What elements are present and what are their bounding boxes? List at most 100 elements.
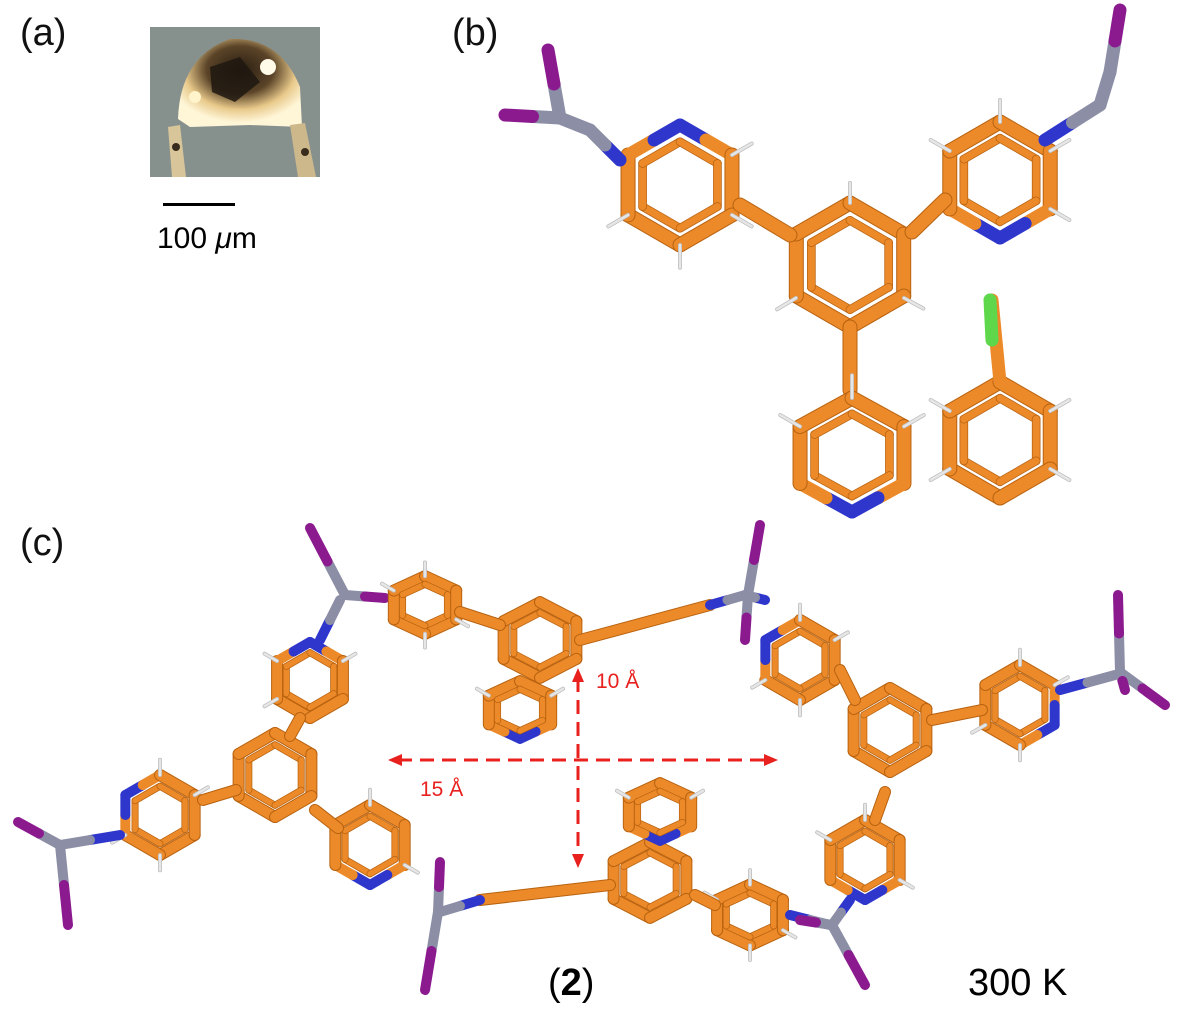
bond bbox=[310, 805, 343, 833]
aromatic bbox=[283, 649, 313, 670]
aromatic bbox=[772, 628, 803, 649]
aromatic bbox=[307, 690, 337, 711]
bond bbox=[789, 289, 857, 334]
dimension-label-vertical: 10 Å bbox=[596, 670, 640, 693]
bond bbox=[870, 787, 890, 825]
bond bbox=[885, 683, 932, 714]
bond bbox=[843, 196, 911, 241]
bond bbox=[330, 800, 375, 830]
bond bbox=[535, 597, 582, 627]
bond bbox=[795, 675, 840, 705]
hydrogen-bond bbox=[1048, 207, 1071, 222]
aromatic bbox=[807, 283, 854, 314]
hydrogen-bond bbox=[615, 789, 631, 799]
bond-half bbox=[1137, 683, 1170, 710]
bond-half bbox=[365, 870, 393, 890]
aromatic bbox=[887, 697, 919, 718]
bond bbox=[789, 196, 857, 241]
bond bbox=[943, 375, 1007, 418]
aromatic bbox=[132, 826, 163, 847]
hydrogen-bond bbox=[549, 687, 565, 697]
bond bbox=[943, 462, 1007, 505]
bond bbox=[993, 462, 1057, 505]
hydrogen-bond bbox=[929, 398, 952, 413]
aromatic bbox=[511, 650, 543, 670]
bond-half bbox=[434, 857, 445, 892]
aromatic bbox=[272, 742, 304, 763]
dimension-arrows bbox=[388, 668, 778, 868]
aromatic bbox=[996, 457, 1040, 486]
aromatic bbox=[494, 686, 523, 703]
bond-half bbox=[749, 520, 765, 565]
hydrogen-bond bbox=[263, 652, 279, 663]
bond bbox=[198, 785, 241, 805]
bond bbox=[993, 375, 1057, 418]
hydrogen-bond bbox=[689, 789, 705, 799]
bond bbox=[993, 115, 1057, 158]
bond-half bbox=[845, 491, 885, 519]
bond-half bbox=[655, 828, 681, 846]
bond-half bbox=[515, 726, 541, 744]
aromatic bbox=[422, 612, 451, 629]
aromatic bbox=[992, 673, 1023, 694]
aromatic bbox=[960, 134, 1004, 163]
aromatic bbox=[1017, 716, 1048, 737]
bond bbox=[233, 728, 280, 759]
bond bbox=[943, 115, 1007, 158]
bond bbox=[498, 653, 545, 683]
aromatic bbox=[157, 783, 188, 804]
arrowhead-bottom bbox=[572, 854, 584, 868]
bond-half bbox=[322, 556, 350, 600]
aromatic bbox=[723, 923, 753, 940]
hydrogen-bond bbox=[929, 467, 952, 482]
aromatic bbox=[647, 850, 679, 870]
bond-half bbox=[426, 907, 443, 956]
aromatic bbox=[422, 581, 451, 598]
bond-half bbox=[420, 946, 437, 995]
aromatic bbox=[537, 650, 569, 670]
aromatic bbox=[848, 410, 893, 439]
scale-bar bbox=[163, 203, 235, 206]
aromatic bbox=[811, 410, 856, 439]
aromatic bbox=[807, 216, 854, 247]
bond bbox=[455, 607, 505, 630]
bond bbox=[843, 289, 911, 334]
aromatic bbox=[342, 813, 373, 834]
bond-chlorine bbox=[983, 293, 999, 347]
arrowhead-right bbox=[764, 754, 778, 766]
bond bbox=[233, 791, 280, 822]
hydrogen-bond bbox=[193, 786, 210, 797]
hydrogen-bond bbox=[341, 652, 357, 663]
bond bbox=[673, 208, 739, 252]
aromatic bbox=[848, 471, 893, 500]
aromatic bbox=[537, 610, 569, 630]
aromatic bbox=[747, 923, 777, 940]
hydrogen-bond bbox=[970, 723, 987, 734]
bond bbox=[645, 893, 692, 923]
hydrogen-bond bbox=[1048, 467, 1071, 482]
scale-bar-label: 100 μm bbox=[157, 222, 257, 255]
bond-half bbox=[305, 523, 333, 567]
hydrogen-bond bbox=[902, 296, 925, 310]
aromatic bbox=[992, 716, 1023, 737]
compound-label: (2) bbox=[548, 962, 595, 1004]
aromatic bbox=[639, 203, 684, 232]
bond bbox=[793, 391, 859, 433]
bond-layer bbox=[13, 3, 1170, 995]
aromatic bbox=[846, 216, 893, 247]
bond bbox=[475, 880, 615, 905]
bond-half bbox=[13, 817, 44, 839]
hydrogen-bond bbox=[263, 697, 279, 708]
bond bbox=[927, 705, 987, 725]
hydrogen-bond bbox=[750, 678, 767, 689]
bond bbox=[270, 791, 317, 822]
bond-half bbox=[1113, 590, 1124, 639]
aromatic bbox=[367, 856, 398, 877]
bond bbox=[155, 770, 200, 800]
bond-half bbox=[827, 907, 846, 930]
bond bbox=[1015, 660, 1060, 690]
bond bbox=[365, 800, 410, 830]
bond bbox=[980, 720, 1025, 750]
bond bbox=[305, 694, 348, 723]
